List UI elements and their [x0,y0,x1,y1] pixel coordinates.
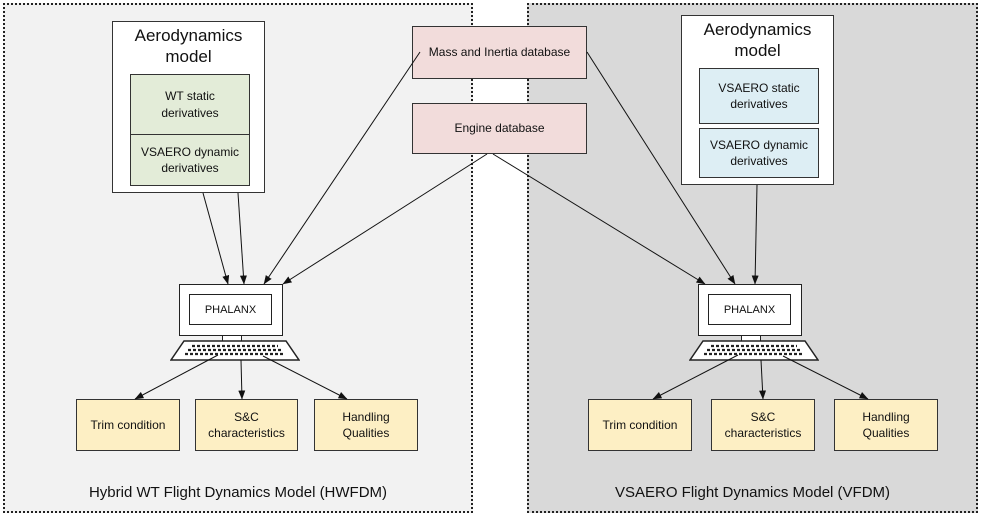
engine-database: Engine database [412,103,587,154]
right-aerodynamics-title: Aerodynamics model [703,20,812,61]
arrow-right-to-hq [782,355,869,400]
left-phalanx-screen: PHALANX [189,294,272,325]
arrow-engine-to-right [492,153,706,285]
arrow-left-to-hq [262,355,348,400]
hwfdm-caption: Hybrid WT Flight Dynamics Model (HWFDM) [88,484,388,501]
arrow-engine-to-left [282,153,488,285]
left-output-handling-qualities: Handling Qualities [314,399,418,451]
arrow-left-to-sc [238,359,246,400]
vfdm-caption: VSAERO Flight Dynamics Model (VFDM) [614,484,891,501]
arrow-left-aero-a [202,192,230,285]
right-dynamic-derivatives-box: VSAERO dynamic derivatives [699,128,819,178]
left-keyboard-icon [170,340,300,361]
right-static-derivatives-box: VSAERO static derivatives [699,68,819,124]
arrow-mass-to-left [263,51,421,285]
right-output-sc-characteristics: S&C characteristics [711,399,815,451]
right-keyboard-icon [689,340,819,361]
arrow-left-aero-b [237,192,247,285]
arrow-right-aero [751,184,759,285]
left-output-trim-condition: Trim condition [76,399,180,451]
left-output-sc-characteristics: S&C characteristics [195,399,298,451]
left-computer-monitor: PHALANX [179,284,283,336]
arrow-mass-to-right [586,51,736,285]
right-phalanx-screen: PHALANX [708,294,791,325]
right-output-handling-qualities: Handling Qualities [834,399,938,451]
left-aerodynamics-model: Aerodynamics model WT static derivatives… [112,21,265,193]
left-aerodynamics-title: Aerodynamics model [134,26,243,67]
left-dynamic-derivatives-box: VSAERO dynamic derivatives [130,134,250,186]
arrow-left-to-trim [134,354,219,400]
arrow-right-to-sc [759,359,767,400]
arrow-right-to-trim [652,354,739,400]
right-aerodynamics-model: Aerodynamics model VSAERO static derivat… [681,15,834,185]
right-output-trim-condition: Trim condition [588,399,692,451]
left-static-derivatives-box: WT static derivatives [130,74,250,135]
mass-inertia-database: Mass and Inertia database [412,26,587,79]
